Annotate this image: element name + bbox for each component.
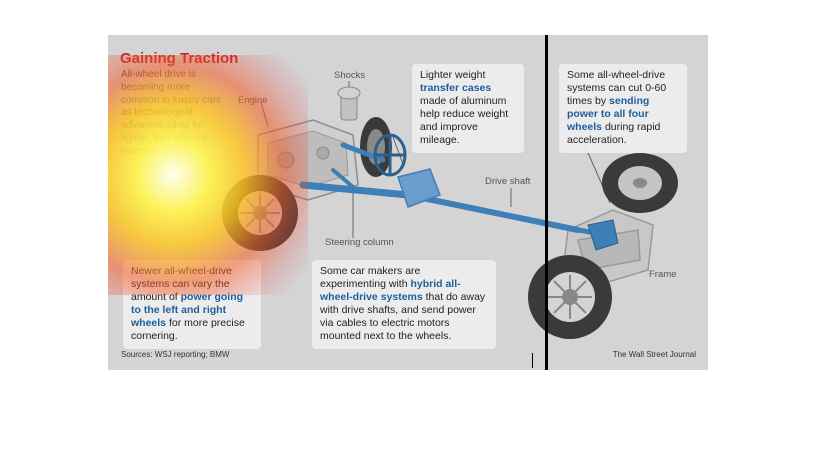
transfer-callout-highlight: transfer cases	[420, 82, 492, 94]
tick-mark	[532, 353, 533, 368]
cornering-callout: Newer all-wheel-drive systems can vary t…	[123, 260, 261, 349]
rear-left-wheel	[528, 255, 612, 339]
infographic: Gaining Traction All-wheel drive is beco…	[108, 35, 708, 370]
vertical-divider-line	[545, 35, 548, 370]
steering-wheel	[373, 133, 407, 177]
intro-text: All-wheel drive is becoming more common …	[121, 69, 222, 157]
rear-differential	[587, 219, 619, 251]
acceleration-callout-highlight: sending power to all four wheels	[567, 95, 650, 133]
transfer-callout-text: Lighter weight	[420, 69, 486, 81]
hybrid-callout: Some car makers are experimenting with h…	[312, 260, 496, 349]
credit-note: The Wall Street Journal	[612, 350, 696, 359]
shock-absorber	[337, 86, 361, 121]
cornering-callout-text-end: for more precise cornering.	[131, 317, 245, 342]
steering-column-shaft	[331, 168, 355, 189]
graphic-title: Gaining Traction	[120, 50, 239, 67]
hybrid-callout-text-end: that do away with drive shafts, and send…	[320, 291, 486, 342]
transfer-leader-line	[392, 136, 405, 168]
hybrid-callout-text: Some car makers are experimenting with	[320, 265, 421, 290]
engine-label: Engine	[238, 95, 268, 106]
front-axle-shaft	[299, 181, 412, 199]
front-left-wheel	[222, 175, 298, 251]
hybrid-callout-highlight: hybrid all-wheel-drive systems	[320, 278, 461, 303]
transfer-case	[397, 168, 441, 208]
shocks-label: Shocks	[334, 70, 366, 81]
frame-label: Frame	[649, 269, 677, 280]
acceleration-callout-text-end: during rapid acceleration.	[567, 121, 661, 146]
transfer-callout-text-end: made of aluminum help reduce weight and …	[420, 95, 509, 146]
drive-shaft-label: Drive shaft	[485, 176, 531, 187]
sources-note: Sources: WSJ reporting; BMW	[121, 350, 230, 359]
drive-shaft	[405, 192, 581, 233]
acceleration-callout: Some all-wheel-drive systems can cut 0-6…	[559, 64, 687, 153]
steering-column-label: Steering column	[325, 237, 394, 248]
acceleration-callout-text: Some all-wheel-drive systems can cut 0-6…	[567, 69, 667, 107]
rear-right-wheel	[602, 153, 678, 213]
transfer-case-callout: Lighter weight transfer cases made of al…	[412, 64, 524, 153]
